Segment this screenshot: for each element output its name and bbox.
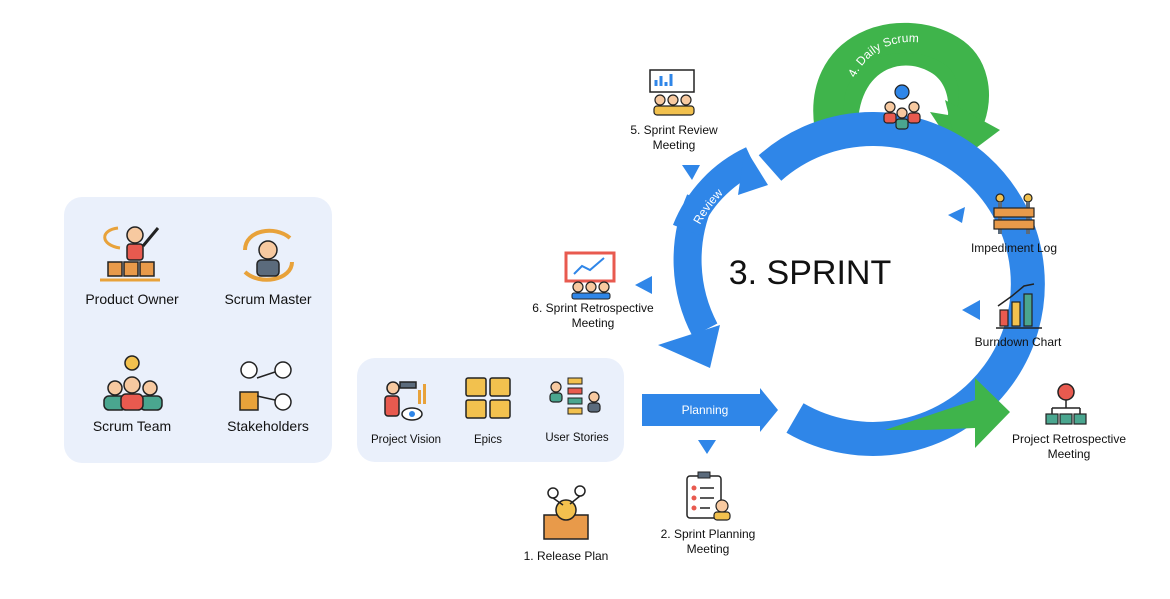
planning-arrow (642, 388, 778, 432)
user-stories-label: User Stories (545, 432, 609, 444)
pointer-planning (698, 440, 716, 454)
release-plan-icon (543, 485, 589, 540)
sprint-review-icon (649, 69, 695, 116)
release-plan-label: 1. Release Plan (523, 549, 609, 563)
project-retro-icon (1045, 383, 1087, 425)
pointer-retro (635, 276, 652, 294)
retrospect-arrowhead (658, 325, 720, 368)
sprint-retro-label: 6. Sprint Retrospective Meeting (532, 301, 654, 330)
stakeholders-icon (239, 361, 292, 411)
project-vision-icon (384, 381, 426, 421)
exit-arrow (885, 378, 1010, 448)
impediment-log-label: Impediment Log (970, 241, 1058, 255)
roles-panel (64, 197, 332, 463)
product-owner-icon (100, 226, 160, 282)
pointer-review (682, 165, 700, 180)
project-retro-label: Project Retrospective Meeting (1011, 432, 1127, 461)
impediment-log-icon (993, 193, 1035, 234)
sprint-review-label: 5. Sprint Review Meeting (630, 123, 718, 152)
user-stories-icon (549, 377, 601, 415)
sprint-retro-icon (564, 251, 616, 300)
epics-icon (465, 377, 511, 419)
epics-label: Epics (473, 434, 503, 446)
sprint-title: 3. SPRINT (728, 254, 892, 292)
burndown-chart-icon (996, 283, 1042, 329)
scrum-master-icon (243, 228, 294, 282)
sprint-cycle-ring (758, 111, 1045, 456)
sprint-planning-label: 2. Sprint Planning Meeting (660, 527, 756, 556)
burndown-chart-label: Burndown Chart (974, 335, 1062, 349)
implementation-label: Implementation (915, 208, 959, 289)
project-vision-label: Project Vision (370, 434, 442, 446)
scrum-master-label: Scrum Master (224, 291, 312, 307)
product-owner-label: Product Owner (85, 291, 179, 307)
pointer-impediment (948, 207, 965, 223)
sprint-planning-icon (686, 471, 731, 521)
scrum-team-icon (103, 355, 163, 411)
stakeholders-label: Stakeholders (227, 418, 309, 434)
planning-label: Planning (681, 403, 729, 417)
scrum-team-label: Scrum Team (92, 418, 172, 434)
pointer-burndown (962, 300, 980, 320)
daily-scrum-icon (883, 84, 921, 130)
review-arrowhead (738, 148, 768, 195)
retrospect-label: Retrospect (656, 269, 675, 332)
